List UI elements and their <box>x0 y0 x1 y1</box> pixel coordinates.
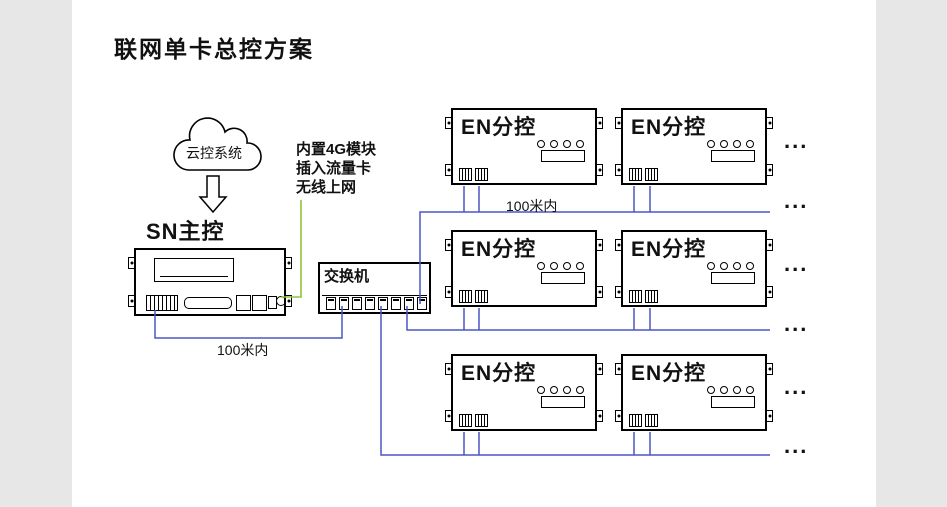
en-controller-r1c1: EN分控 <box>445 108 603 185</box>
module-note-line2: 插入流量卡 <box>296 160 372 177</box>
mounting-ear <box>766 286 773 298</box>
master-controller-device <box>128 248 292 316</box>
module-note-line3: 无线上网 <box>296 179 357 196</box>
mounting-ear <box>615 286 622 298</box>
distance-label-top: 100米内 <box>506 198 558 214</box>
mounting-ear <box>615 117 622 129</box>
page-title: 联网单卡总控方案 <box>114 36 314 62</box>
mounting-ear <box>596 239 603 251</box>
continuation-ellipsis: ... <box>784 128 809 153</box>
mounting-ear <box>615 164 622 176</box>
en-controller-r2c2: EN分控 <box>615 230 773 307</box>
mounting-ear <box>596 363 603 375</box>
mounting-ear <box>445 117 452 129</box>
en-controller-r2c1: EN分控 <box>445 230 603 307</box>
mounting-ear <box>445 410 452 422</box>
mounting-ear <box>615 410 622 422</box>
antenna-port <box>276 296 286 306</box>
status-leds <box>537 140 584 148</box>
continuation-ellipsis: ... <box>784 311 809 336</box>
switch-port <box>391 297 401 310</box>
terminal-ports <box>459 290 488 303</box>
switch-port <box>417 297 427 310</box>
display-window <box>711 272 755 284</box>
status-leds <box>537 262 584 270</box>
switch-port <box>365 297 375 310</box>
en-controller-label: EN分控 <box>461 238 537 261</box>
status-leds <box>707 386 754 394</box>
rj45-port <box>252 295 267 311</box>
continuation-ellipsis: ... <box>784 374 809 399</box>
mounting-ear <box>766 239 773 251</box>
lcd-display <box>154 258 234 282</box>
display-window <box>541 396 585 408</box>
db-connector <box>184 297 232 309</box>
mounting-ear <box>766 410 773 422</box>
module-note-line1: 内置4G模块 <box>296 141 377 158</box>
mounting-ear <box>445 286 452 298</box>
cloud-system-label: 云控系统 <box>186 145 242 161</box>
mounting-ear <box>596 286 603 298</box>
master-controller-label: SN主控 <box>146 219 225 244</box>
continuation-ellipsis: ... <box>784 433 809 458</box>
mounting-ear <box>285 295 292 307</box>
switch-port <box>326 297 336 310</box>
switch-device: 交换机 <box>318 262 431 314</box>
terminal-port <box>146 295 178 311</box>
en-controller-r3c2: EN分控 <box>615 354 773 431</box>
mounting-ear <box>766 164 773 176</box>
mounting-ear <box>766 363 773 375</box>
en-controller-label: EN分控 <box>461 116 537 139</box>
mounting-ear <box>596 164 603 176</box>
status-leds <box>707 262 754 270</box>
switch-port <box>378 297 388 310</box>
en-controller-label: EN分控 <box>461 362 537 385</box>
continuation-ellipsis: ... <box>784 188 809 213</box>
mounting-ear <box>445 164 452 176</box>
mounting-ear <box>445 363 452 375</box>
switch-label: 交换机 <box>324 268 370 285</box>
terminal-ports <box>629 414 658 427</box>
mounting-ear <box>596 410 603 422</box>
display-window <box>541 150 585 162</box>
switch-port <box>339 297 349 310</box>
status-leds <box>537 386 584 394</box>
en-controller-label: EN分控 <box>631 238 707 261</box>
continuation-ellipsis: ... <box>784 251 809 276</box>
mounting-ear <box>285 257 292 269</box>
mounting-ear <box>128 295 135 307</box>
distance-label-master: 100米内 <box>217 342 269 358</box>
mounting-ear <box>596 117 603 129</box>
port-rail <box>322 295 427 296</box>
terminal-ports <box>629 168 658 181</box>
switch-port <box>404 297 414 310</box>
mounting-ear <box>766 117 773 129</box>
mounting-ear <box>615 363 622 375</box>
mounting-ear <box>128 257 135 269</box>
status-leds <box>707 140 754 148</box>
mounting-ear <box>445 239 452 251</box>
terminal-ports <box>459 414 488 427</box>
en-controller-r3c1: EN分控 <box>445 354 603 431</box>
switch-port <box>352 297 362 310</box>
terminal-ports <box>629 290 658 303</box>
rj45-port <box>236 295 251 311</box>
terminal-ports <box>459 168 488 181</box>
en-controller-label: EN分控 <box>631 116 707 139</box>
en-controller-r1c2: EN分控 <box>615 108 773 185</box>
en-controller-label: EN分控 <box>631 362 707 385</box>
module-note: 内置4G模块 插入流量卡 无线上网 <box>296 140 376 197</box>
mounting-ear <box>615 239 622 251</box>
display-window <box>711 150 755 162</box>
display-window <box>711 396 755 408</box>
display-window <box>541 272 585 284</box>
